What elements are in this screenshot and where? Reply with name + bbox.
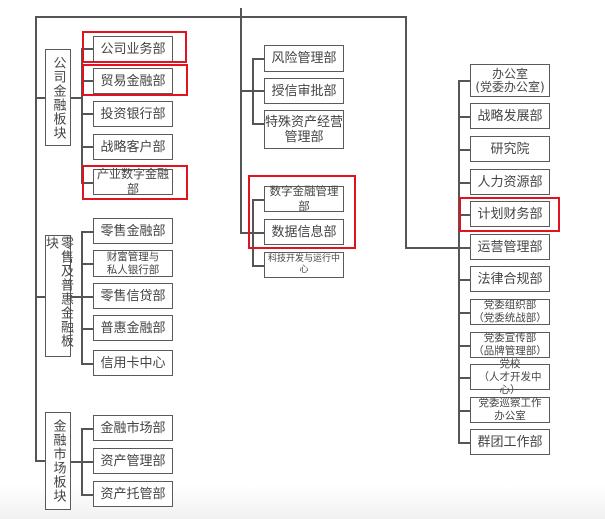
dept-box: 人力资源部	[470, 169, 550, 195]
connector	[81, 461, 93, 463]
connector	[81, 231, 83, 364]
connector	[81, 48, 93, 50]
connector	[458, 214, 470, 216]
connector	[458, 377, 470, 379]
frame-top-line	[35, 16, 406, 18]
connector	[458, 182, 470, 184]
dept-box: 数据信息部	[264, 219, 344, 245]
connector	[458, 279, 470, 281]
dept-box: 法律合规部	[470, 266, 550, 292]
connector	[81, 363, 93, 365]
connector	[252, 58, 264, 60]
dept-box: 办公室 (党委办公室)	[470, 64, 550, 97]
connector	[35, 296, 45, 298]
dept-box: 运营管理部	[470, 234, 550, 260]
connector	[458, 116, 470, 118]
dept-box: 信用卡中心	[93, 350, 173, 376]
dept-box: 财富管理与 私人银行部	[93, 250, 173, 277]
dept-box: 群团工作部	[470, 429, 550, 455]
connector	[71, 296, 81, 298]
connector	[81, 494, 93, 496]
connector	[458, 80, 470, 82]
dept-box: 金融市场部	[93, 415, 173, 441]
dept-box: 数字金融管理部	[264, 184, 344, 213]
dept-box: 战略客户部	[93, 134, 173, 160]
frame-left-line	[35, 16, 37, 461]
dept-box: 贸易金融部	[93, 68, 173, 94]
connector	[458, 442, 470, 444]
dept-box: 党校 （人才开发中心）	[470, 358, 550, 396]
connector	[81, 231, 93, 233]
connector	[252, 123, 264, 125]
connector	[81, 428, 93, 430]
dept-box: 科技开发与运行中心	[264, 252, 344, 278]
connector	[81, 113, 93, 115]
dept-box: 党委组织部 （党委统战部）	[470, 299, 550, 325]
connector	[458, 149, 470, 151]
connector	[458, 410, 470, 412]
connector	[458, 345, 470, 347]
connector	[35, 460, 45, 462]
connector	[81, 328, 93, 330]
connector	[81, 263, 93, 265]
dept-box: 授信审批部	[264, 78, 344, 104]
connector	[81, 80, 93, 82]
dept-box: 研究院	[470, 136, 550, 162]
connector	[240, 90, 252, 92]
connector	[252, 199, 264, 201]
frame-right-connector	[405, 247, 470, 249]
dept-box: 风险管理部	[264, 45, 344, 72]
connector	[252, 90, 264, 92]
dept-box: 普惠金融部	[93, 315, 173, 341]
sector-retail-inclusive-finance: 零售及普惠金融板块	[43, 235, 73, 357]
dept-box: 零售信贷部	[93, 283, 173, 309]
connector	[458, 80, 460, 442]
dept-box: 党委宣传部 （品牌管理部）	[470, 332, 550, 358]
connector	[81, 182, 93, 184]
connector	[81, 146, 93, 148]
dept-box: 零售金融部	[93, 218, 173, 244]
connector	[71, 97, 81, 99]
connector	[458, 312, 470, 314]
dept-box: 战略发展部	[470, 103, 550, 129]
dept-box: 计划财务部	[470, 201, 550, 227]
connector	[35, 97, 45, 99]
dept-box: 资产托管部	[93, 481, 173, 507]
dept-box: 公司业务部	[93, 36, 173, 62]
connector	[252, 265, 264, 267]
dept-box: 投资银行部	[93, 101, 173, 127]
dept-box: 党委巡察工作 办公室	[470, 397, 550, 423]
trunk-line	[240, 8, 242, 233]
sector-financial-markets: 金融市场板块	[45, 412, 71, 510]
dept-box: 特殊资产经营 管理部	[264, 110, 344, 149]
dept-box: 资产管理部	[93, 448, 173, 474]
connector	[71, 461, 81, 463]
connector	[252, 199, 254, 265]
sector-corporate-finance: 公司金融板块	[45, 49, 71, 146]
connector	[81, 48, 83, 182]
frame-right-line	[405, 16, 407, 248]
connector	[81, 296, 93, 298]
dept-box: 产业数字金融部	[93, 167, 173, 196]
